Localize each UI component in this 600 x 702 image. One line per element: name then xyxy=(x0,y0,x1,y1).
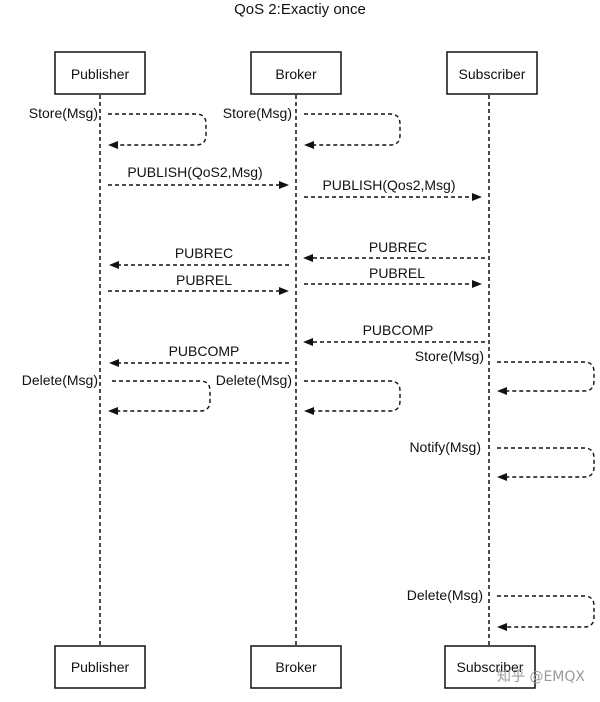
subscriber-label-top: Subscriber xyxy=(459,66,526,82)
publisher-label-top: Publisher xyxy=(71,66,130,82)
broker-delete-label: Delete(Msg) xyxy=(216,372,292,388)
pubrel-pub-label: PUBREL xyxy=(176,272,232,288)
pubrel-arrow-pub-to-broker: PUBREL xyxy=(108,272,289,295)
subscriber-box-top: Subscriber xyxy=(446,51,538,95)
pubcomp-pub-label: PUBCOMP xyxy=(169,343,240,359)
pubcomp-arrow-sub-to-broker: PUBCOMP xyxy=(303,322,485,346)
pubrel-arrow-broker-to-sub: PUBREL xyxy=(304,265,482,288)
broker-label-top: Broker xyxy=(275,66,317,82)
pubrec-sub-label: PUBREC xyxy=(369,239,427,255)
subscriber-notify-label: Notify(Msg) xyxy=(409,439,481,455)
subscriber-store-label: Store(Msg) xyxy=(415,348,484,364)
broker-box-top: Broker xyxy=(250,51,342,95)
publisher-delete-loop: Delete(Msg) xyxy=(22,372,211,415)
broker-label-bottom: Broker xyxy=(275,659,317,675)
broker-box-bottom: Broker xyxy=(250,645,342,689)
publisher-box-bottom: Publisher xyxy=(54,645,146,689)
broker-store-label: Store(Msg) xyxy=(223,105,292,121)
subscriber-store-loop: Store(Msg) xyxy=(415,348,595,395)
broker-delete-loop: Delete(Msg) xyxy=(216,372,401,415)
subscriber-delete-label: Delete(Msg) xyxy=(407,587,483,603)
subscriber-notify-loop: Notify(Msg) xyxy=(409,439,595,481)
subscriber-box-bottom: Subscriber xyxy=(444,645,536,689)
subscriber-delete-loop: Delete(Msg) xyxy=(407,587,595,631)
publisher-box-top: Publisher xyxy=(54,51,146,95)
publisher-label-bottom: Publisher xyxy=(71,659,130,675)
pubrec-arrow-broker-to-pub: PUBREC xyxy=(109,245,289,269)
diagram-title: QoS 2:Exactiy once xyxy=(234,1,366,18)
pubrel-sub-label: PUBREL xyxy=(369,265,425,281)
subscriber-label-bottom: Subscriber xyxy=(457,659,524,675)
pubcomp-sub-label: PUBCOMP xyxy=(363,322,434,338)
publish-forward-label: PUBLISH(Qos2,Msg) xyxy=(322,177,455,193)
pubcomp-arrow-broker-to-pub: PUBCOMP xyxy=(109,343,289,367)
publisher-store-label: Store(Msg) xyxy=(29,105,98,121)
pubrec-arrow-sub-to-broker: PUBREC xyxy=(303,239,485,262)
publish-arrow-broker-to-sub: PUBLISH(Qos2,Msg) xyxy=(304,177,482,201)
broker-store-loop: Store(Msg) xyxy=(223,105,401,149)
publisher-delete-label: Delete(Msg) xyxy=(22,372,98,388)
watermark: 知乎 @EMQX xyxy=(497,668,585,685)
publish-arrow-pub-to-broker: PUBLISH(QoS2,Msg) xyxy=(108,164,289,189)
pubrec-pub-label: PUBREC xyxy=(175,245,233,261)
publish-qos2-label: PUBLISH(QoS2,Msg) xyxy=(127,164,262,180)
publisher-store-loop: Store(Msg) xyxy=(29,105,207,149)
